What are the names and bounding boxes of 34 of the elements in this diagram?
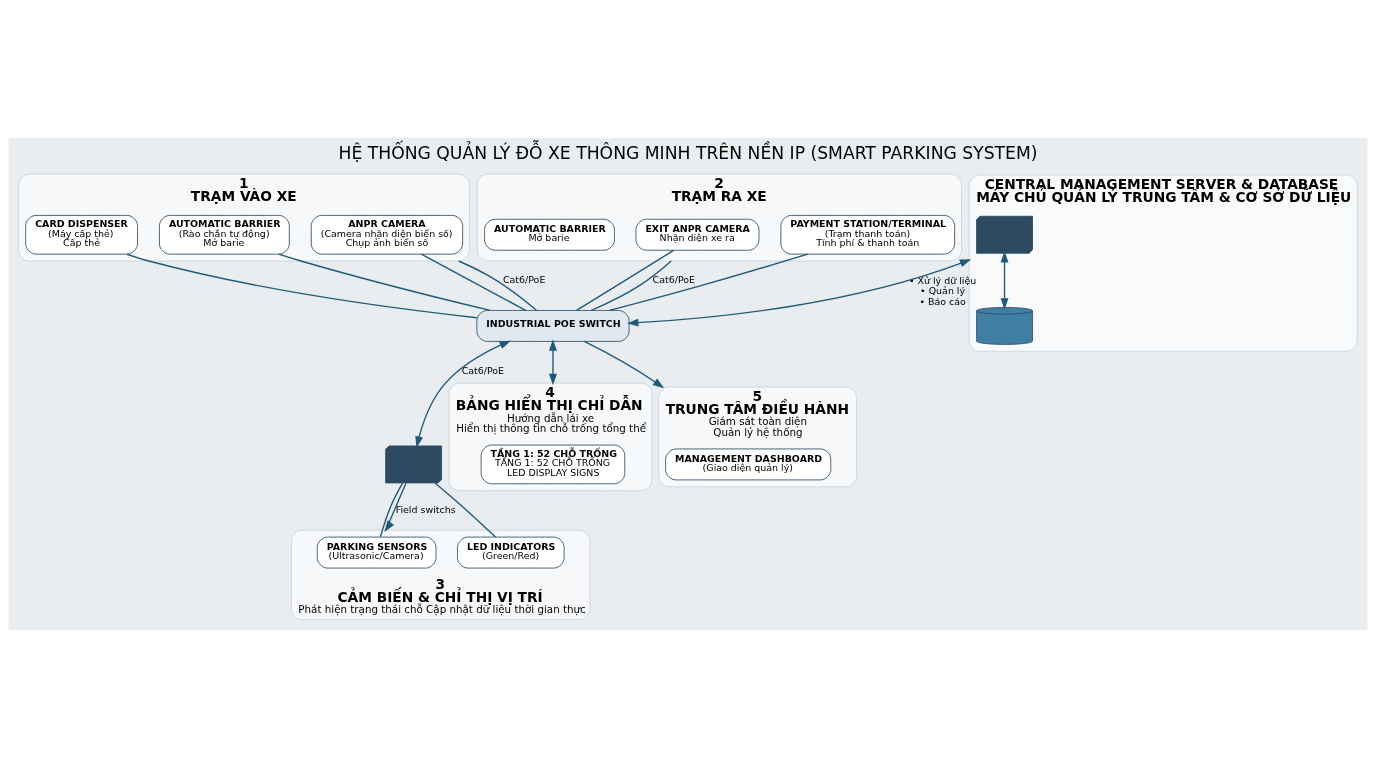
node-label: • Xử lý dữ liệu [908,275,977,287]
node-box: AUTOMATIC BARRIER Mở barie [484,218,615,251]
node-box: EXIT ANPR CAMERA Nhận diện xe ra [635,218,760,251]
connector [575,249,675,312]
node-box: AUTOMATIC BARRIER (Rào chắn tự động) Mở barie [159,215,290,255]
node-box: PARKING SENSORS (Ultrasonic/Camera) [316,536,437,569]
node-box: ANPR CAMERA (Camera nhận diện biển số) Chụp ảnh biển số [310,215,464,255]
connector [458,260,538,311]
connector [434,482,497,538]
node-label: • Quản lý [920,285,966,297]
arrow [583,340,665,389]
edge-label: Cat6/PoE [461,364,505,376]
arrow [415,340,511,448]
connector [420,253,527,312]
arrow [1000,251,1009,310]
connector [126,253,478,319]
node-box: TẦNG 1: 52 CHỖ TRỐNG TẦNG 1: 52 CHỖ TRỐNG LED DISPLAY SIGNS [480,444,626,485]
node-box: CARD DISPENSER (Máy cấp thẻ) Cấp thẻ [25,215,138,255]
arrow [548,339,557,386]
edge-label: Field switchs [395,503,456,515]
node-label: • Báo cáo [919,295,966,307]
node-box: MANAGEMENT DASHBOARD (Giao diện quản lý) [665,448,832,481]
edge-label: Cat6/PoE [502,274,546,286]
connector [277,253,491,312]
diagram-title: HỆ THỐNG QUẢN LÝ ĐỖ XE THÔNG MINH TRÊN NỀN IP (SMART PARKING SYSTEM) [338,142,1038,163]
connector [379,482,404,538]
edge-label: Cat6/PoE [652,274,696,286]
node-box: INDUSTRIAL POE SWITCH [476,310,630,342]
arrow [627,259,972,327]
arrow [384,482,407,532]
node-box: PAYMENT STATION/TERMINAL (Trạm thanh toán) Tính phí & thanh toán [780,215,956,255]
node-box: LED INDICATORS (Green/Red) [457,536,565,569]
connector [608,253,809,312]
connector [590,260,672,312]
